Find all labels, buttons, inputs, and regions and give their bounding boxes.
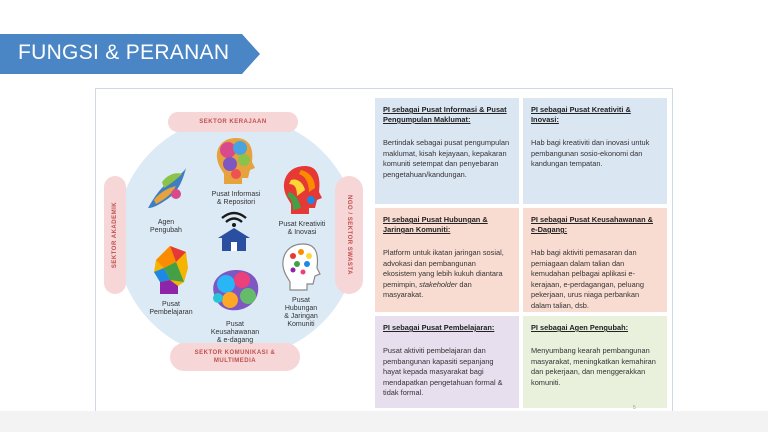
title-banner: FUNGSI & PERANAN: [0, 34, 260, 74]
house-wifi-icon: [218, 211, 250, 251]
panel-keusahawanan-body: Hab bagi aktiviti pemasaran dan perniaga…: [531, 248, 645, 310]
panel-hubungan: PI sebagai Pusat Hubungan & Jaringan Kom…: [375, 208, 519, 312]
panel-pembelajaran: PI sebagai Pusat Pembelajaran: Pusat akt…: [375, 316, 519, 408]
panel-informasi: PI sebagai Pusat Informasi & Pusat Pengu…: [375, 98, 519, 204]
sector-top-label: SEKTOR KERAJAAN: [168, 112, 298, 132]
panel-agen-title: PI sebagai Agen Pengubah:: [531, 323, 629, 332]
sector-left-pill: SEKTOR AKADEMIK: [104, 176, 126, 294]
panel-kreativiti: PI sebagai Pusat Kreativiti & Inovasi: H…: [523, 98, 667, 204]
node-kreativiti: Pusat Kreativiti& Inovasi: [270, 162, 334, 237]
node-informasi: Pusat Informasi& Repositori: [196, 134, 276, 207]
colorful-bird-hand-icon: [148, 168, 186, 208]
panel-pembelajaran-body: Pusat aktiviti pembelajaran dan pembangu…: [383, 346, 503, 397]
center-hub: [214, 208, 254, 252]
panel-informasi-body: Bertindak sebagai pusat pengumpulan makl…: [383, 138, 510, 179]
geometric-head-icon: [154, 246, 188, 294]
head-outline-network-icon: [282, 243, 321, 291]
bottom-band: [0, 411, 768, 432]
panel-informasi-title: PI sebagai Pusat Informasi & Pusat Pengu…: [383, 105, 507, 124]
panel-agen: PI sebagai Agen Pengubah: Menyumbang kea…: [523, 316, 667, 408]
sector-bottom-label: SEKTOR KOMUNIKASI & MULTIMEDIA: [170, 343, 300, 371]
rainbow-head-icon: [283, 166, 322, 214]
colorful-head-icon: [216, 138, 255, 184]
panel-pembelajaran-title: PI sebagai Pusat Pembelajaran:: [383, 323, 495, 332]
slide-number: 5: [633, 405, 636, 411]
page-title: FUNGSI & PERANAN: [18, 41, 230, 64]
panel-agen-body: Menyumbang kearah pembangunan masyarakat…: [531, 346, 656, 387]
panel-keusahawanan: PI sebagai Pusat Keusahawanan & e-Dagang…: [523, 208, 667, 312]
panel-kreativiti-body: Hab bagi kreativiti dan inovasi untuk pe…: [531, 138, 650, 168]
panel-keusahawanan-title: PI sebagai Pusat Keusahawanan & e-Dagang…: [531, 215, 653, 234]
title-banner-shape: [0, 34, 260, 74]
sector-left-label: SEKTOR AKADEMIK: [112, 201, 118, 269]
panel-kreativiti-title: PI sebagai Pusat Kreativiti & Inovasi:: [531, 105, 631, 124]
panel-hubungan-body: Platform untuk ikatan jaringan sosial, a…: [383, 248, 504, 299]
node-kreativiti-label: Pusat Kreativiti& Inovasi: [278, 221, 326, 236]
colorful-splash-head-icon: [213, 270, 259, 311]
sector-right-pill: NGO / SEKTOR SWASTA: [335, 176, 363, 294]
panel-hubungan-title: PI sebagai Pusat Hubungan & Jaringan Kom…: [383, 215, 488, 234]
sector-right-label: NGO / SEKTOR SWASTA: [346, 195, 352, 275]
node-informasi-label: Pusat Informasi& Repositori: [211, 191, 261, 206]
